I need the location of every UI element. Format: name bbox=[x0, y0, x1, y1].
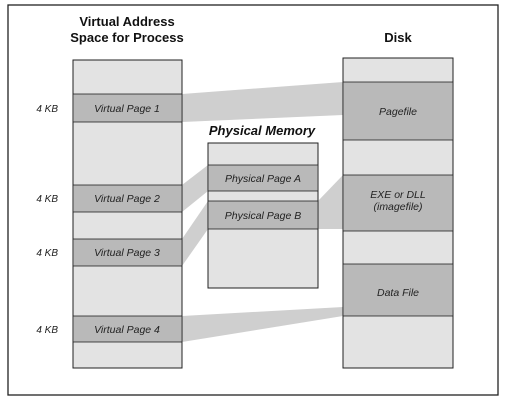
connector-ppb-image bbox=[318, 175, 343, 229]
virtual-page-4-label: Virtual Page 4 bbox=[94, 324, 160, 336]
connector-vp3-ppb bbox=[182, 201, 208, 266]
page-size-label-4: 4 KB bbox=[36, 325, 58, 336]
virtual-page-3 bbox=[72, 238, 183, 267]
connector-vp1-pagefile bbox=[182, 82, 343, 122]
datafile-label: Data File bbox=[377, 287, 419, 299]
page-size-label-1: 4 KB bbox=[36, 104, 58, 115]
imagefile-label-line1: EXE or DLL bbox=[370, 189, 426, 201]
page-size-label-3: 4 KB bbox=[36, 248, 58, 259]
pagefile-label: Pagefile bbox=[379, 106, 417, 118]
page-size-label-2: 4 KB bbox=[36, 194, 58, 205]
physical-page-b bbox=[207, 200, 319, 230]
physical-page-a bbox=[207, 164, 319, 192]
virtual-header-line2: Space for Process bbox=[70, 30, 183, 45]
physical-page-a-label: Physical Page A bbox=[225, 173, 301, 185]
virtual-page-2 bbox=[72, 184, 183, 213]
imagefile-label-line2: (imagefile) bbox=[373, 201, 422, 213]
pagefile-region bbox=[342, 81, 454, 141]
connector-vp2-ppa bbox=[182, 165, 208, 212]
disk-header: Disk bbox=[384, 30, 412, 45]
virtual-page-1 bbox=[72, 93, 183, 123]
virtual-page-3-label: Virtual Page 3 bbox=[94, 247, 160, 259]
connector-vp4-datafile bbox=[182, 307, 343, 342]
disk-column bbox=[342, 57, 454, 369]
physical-page-b-label: Physical Page B bbox=[225, 210, 301, 222]
datafile-region bbox=[342, 263, 454, 317]
physical-memory-header: Physical Memory bbox=[209, 123, 316, 138]
physical-memory-column bbox=[207, 142, 319, 289]
diagram-frame bbox=[7, 4, 499, 396]
virtual-address-column bbox=[72, 59, 183, 369]
virtual-page-2-label: Virtual Page 2 bbox=[94, 193, 160, 205]
virtual-header-line1: Virtual Address bbox=[79, 14, 174, 29]
imagefile-region bbox=[342, 174, 454, 232]
virtual-page-4 bbox=[72, 315, 183, 343]
virtual-page-1-label: Virtual Page 1 bbox=[94, 103, 160, 115]
